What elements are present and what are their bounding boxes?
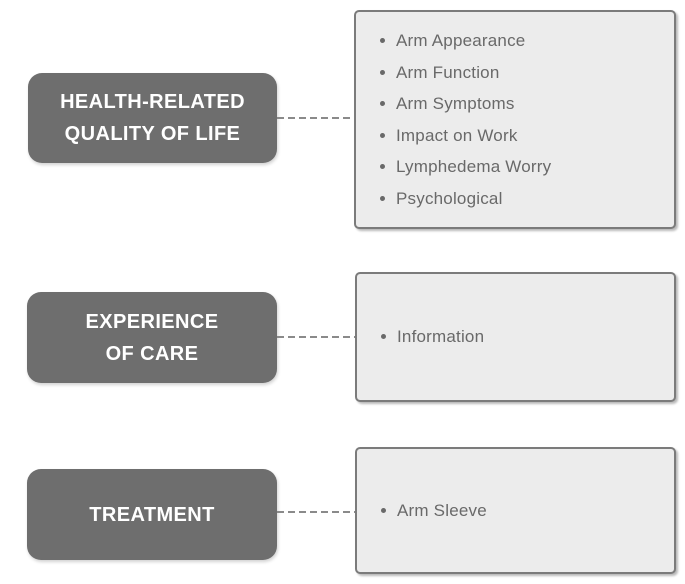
category-label-line: OF CARE [105, 342, 199, 365]
category-label-line: HEALTH-RELATED [60, 91, 245, 113]
item-list: Arm Sleeve [357, 495, 487, 527]
items-panel-treatment: Arm Sleeve [355, 447, 676, 574]
category-label-line: TREATMENT [89, 503, 215, 526]
items-panel-health-related-quality-of-life: Arm Appearance Arm Function Arm Symptoms… [354, 10, 676, 229]
category-label-line: EXPERIENCE [85, 310, 219, 333]
category-box-experience-of-care: EXPERIENCE OF CARE [27, 292, 277, 383]
dashed-connector [277, 117, 354, 119]
list-item: Arm Appearance [380, 25, 551, 57]
category-label-line: QUALITY OF LIFE [64, 123, 241, 145]
category-box-treatment: TREATMENT [27, 469, 277, 560]
list-item: Impact on Work [380, 120, 551, 152]
list-item: Arm Symptoms [380, 88, 551, 120]
list-item: Psychological [380, 183, 551, 215]
dashed-connector [277, 336, 355, 338]
list-item: Lymphedema Worry [380, 151, 551, 183]
items-panel-experience-of-care: Information [355, 272, 676, 402]
category-box-health-related-quality-of-life: HEALTH-RELATED QUALITY OF LIFE [28, 73, 277, 163]
list-item: Arm Sleeve [381, 495, 487, 527]
list-item: Information [381, 321, 484, 353]
dashed-connector [277, 511, 355, 513]
item-list: Information [357, 321, 484, 353]
list-item: Arm Function [380, 57, 551, 89]
item-list: Arm Appearance Arm Function Arm Symptoms… [356, 25, 551, 214]
